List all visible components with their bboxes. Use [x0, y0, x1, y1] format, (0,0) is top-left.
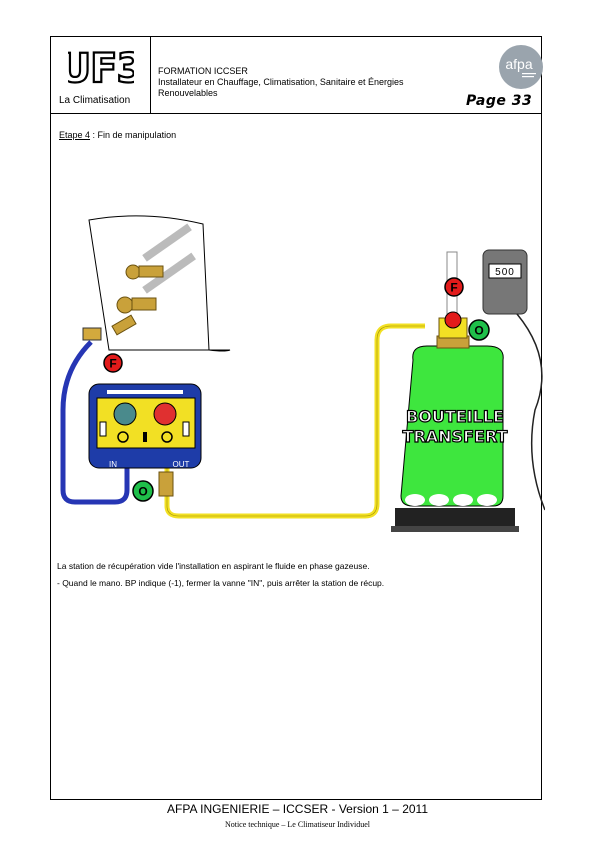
- afpa-logo-text: afpa: [505, 56, 532, 72]
- paragraph-1: La station de récupération vide l'instal…: [57, 561, 370, 571]
- recovery-station: IN OUT: [88, 383, 202, 469]
- station-in-label: IN: [109, 460, 117, 469]
- valve-f-bottle-label: F: [450, 281, 457, 295]
- yellow-hose: [164, 323, 425, 519]
- footer-line-1: AFPA INGENIERIE – ICCSER - Version 1 – 2…: [167, 802, 428, 816]
- blue-hose: [60, 340, 130, 505]
- valve-f-left: F: [82, 327, 123, 373]
- service-valves: [111, 264, 164, 336]
- formation-line-3: Renouvelables: [158, 88, 218, 98]
- valve-o-bottle-label: O: [474, 324, 483, 338]
- valve-f-bottle: F: [444, 277, 464, 297]
- scale: 500: [482, 249, 545, 511]
- step-heading: Etape 4 : Fin de manipulation: [59, 130, 176, 140]
- formation-line-1: FORMATION ICCSER: [158, 66, 248, 76]
- valve-o-bottle: O: [468, 319, 490, 341]
- valve-f-left-label: F: [109, 357, 116, 371]
- recovery-diagram: F IN OUT O BOUTEILLE TRANSFERT: [60, 215, 545, 532]
- scale-value: 500: [495, 267, 515, 278]
- valve-o-station: O: [132, 471, 174, 502]
- step-text: : Fin de manipulation: [90, 130, 177, 140]
- bottle-label-line2: TRANSFERT: [403, 427, 508, 446]
- page-frame: [50, 36, 542, 800]
- page-number: Page 33: [466, 93, 533, 109]
- header-separator: [150, 37, 151, 113]
- bottle-label-line1: BOUTEILLE: [406, 407, 504, 426]
- station-out-label: OUT: [173, 460, 190, 469]
- footer-line-2: Notice technique – Le Climatiseur Indivi…: [224, 820, 371, 829]
- valve-o-station-label: O: [138, 485, 147, 499]
- paragraph-2: - Quand le mano. BP indique (-1), fermer…: [57, 578, 385, 588]
- header-divider: [51, 113, 541, 114]
- step-label: Etape 4: [59, 130, 91, 140]
- uf3-logo-text: UF3: [68, 46, 134, 88]
- formation-title: FORMATION ICCSER Installateur en Chauffa…: [158, 66, 448, 99]
- subject-label: La Climatisation: [59, 95, 131, 106]
- transfer-bottle: BOUTEILLE TRANSFERT: [391, 251, 519, 532]
- indoor-unit: [88, 215, 231, 352]
- formation-line-2: Installateur en Chauffage, Climatisation…: [158, 77, 404, 87]
- uf3-logo: UF3: [68, 45, 134, 88]
- afpa-logo: afpa: [499, 45, 543, 89]
